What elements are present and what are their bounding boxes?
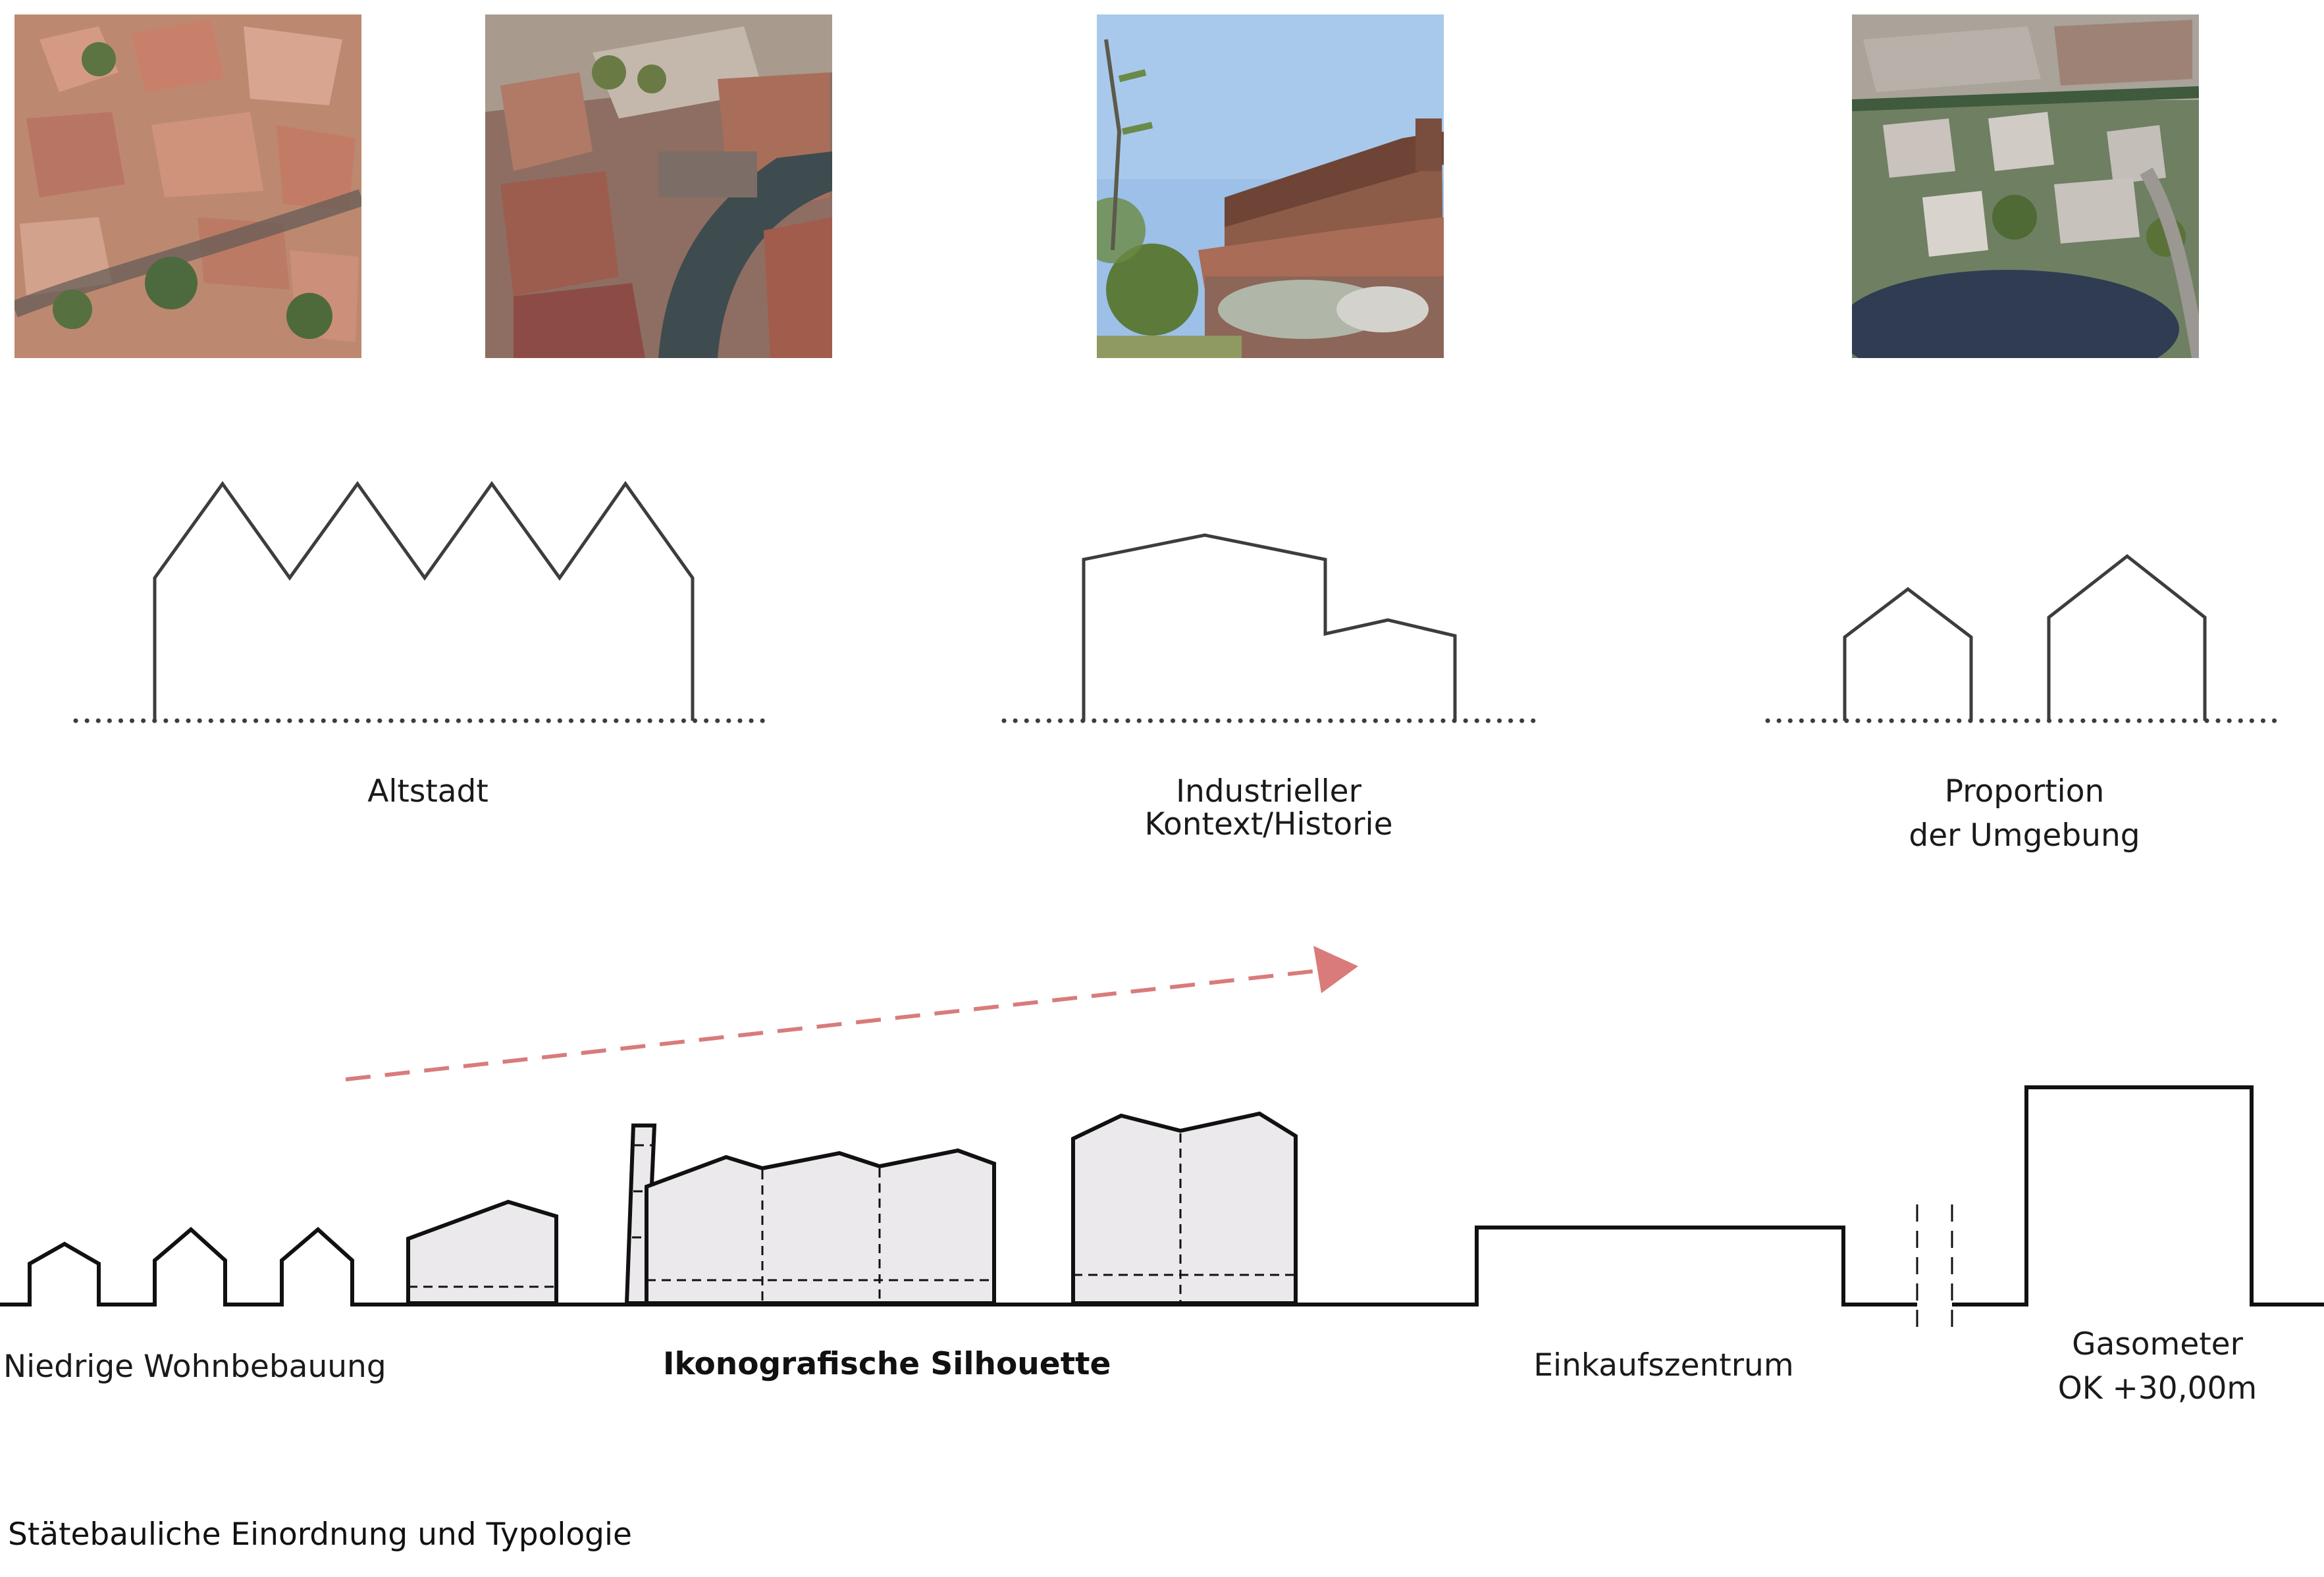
gasometer-label-line2: OK +30,00m	[2058, 1370, 2257, 1407]
industrial-label-line2: Kontext/Historie	[1145, 806, 1393, 842]
einkaufszentrum-label: Einkaufszentrum	[1533, 1347, 1793, 1383]
gasometer-label-line1: Gasometer	[2072, 1326, 2244, 1362]
industrial-label-line1: Industrieller	[1176, 773, 1362, 810]
proportion-label-line1: Proportion	[1945, 773, 2105, 810]
ikonografische-silhouette-label: Ikonografische Silhouette	[663, 1346, 1111, 1382]
altstadt-sawtooth-outline	[153, 480, 695, 721]
iconic-tower-building	[1071, 1111, 1298, 1305]
industrial-building-photo	[1097, 14, 1444, 358]
small-shed-building	[406, 1199, 558, 1305]
growth-arrow-head	[1313, 946, 1358, 993]
harbor-aerial-photo	[485, 14, 832, 358]
proportion-label-line2: der Umgebung	[1909, 817, 2140, 854]
altstadt-label: Altstadt	[367, 773, 489, 810]
villa-pond-aerial-photo	[1852, 14, 2199, 358]
altstadt-aerial-photo	[14, 14, 361, 358]
growth-arrow-line	[345, 968, 1324, 1081]
iconic-hall-building	[645, 1148, 996, 1305]
section-ground-line-west	[0, 1226, 1917, 1306]
large-house-outline	[2047, 554, 2207, 721]
industrial-context-outline	[1082, 533, 1457, 721]
niedrige-wohnbebauung-label: Niedrige Wohnbebauung	[3, 1349, 386, 1385]
gasometer-outline	[1952, 1085, 2324, 1306]
small-house-outline	[1843, 586, 1973, 721]
figure-caption: Stätebauliche Einordnung und Typologie	[8, 1516, 632, 1553]
